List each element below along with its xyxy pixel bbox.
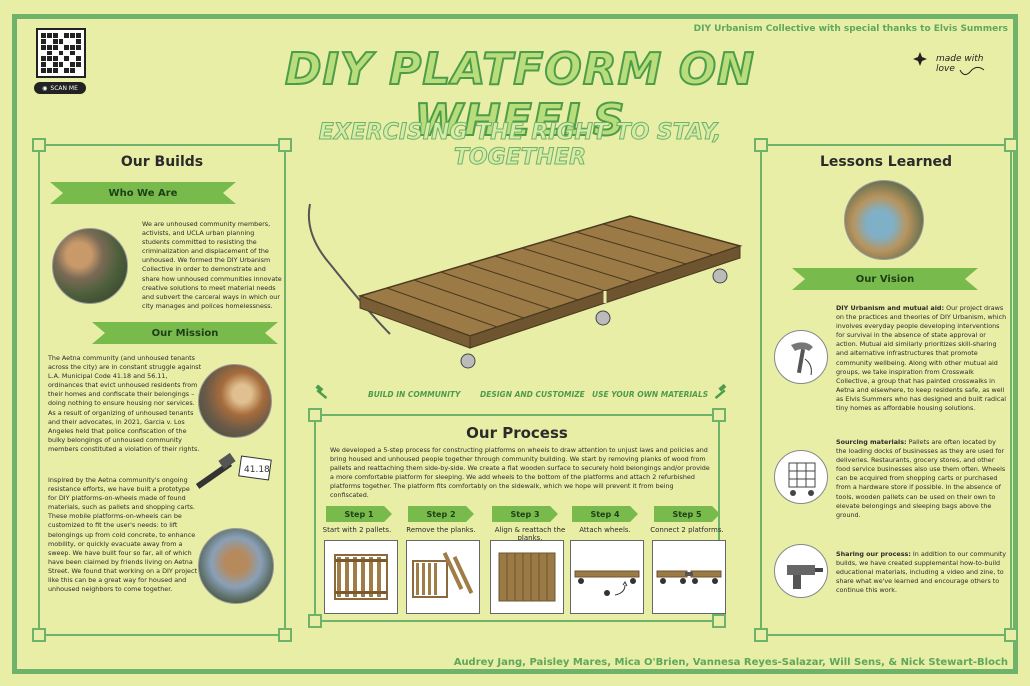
platform-illustration [300,196,750,376]
connect-platforms-icon [656,570,722,584]
authors-credit: Audrey Jang, Paisley Mares, Mica O'Brien… [453,657,1008,668]
vision-item-1: DIY Urbanism and mutual aid: Our project… [836,304,1008,413]
pallet-icon [334,554,388,600]
right-panel: Lessons Learned Our Vision DIY Urbanism … [754,138,1018,642]
sourcing-illustration [774,450,828,504]
mutual-aid-illustration [774,330,828,384]
camera-icon: ◉ [42,84,48,92]
step-3-diagram [490,540,564,614]
qr-code[interactable] [36,28,86,78]
hammer-sign-illustration: 41.18 [190,452,278,506]
panel-corner [308,408,322,422]
hand-tool-icon [791,342,813,376]
community-photo [52,228,128,304]
poster-frame [12,14,1018,674]
platform-photo [198,528,274,604]
hammer-icon: 41.18 [195,452,272,489]
vision-item-3-text: In addition to our community builds, we … [836,550,1007,595]
who-we-are-banner: Who We Are [50,182,236,204]
workshop-photo [844,180,924,260]
building-photo [198,364,272,438]
panel-corner [278,628,292,642]
poster-subtitle: EXERCISING THE RIGHT TO STAY, TOGETHER [318,120,722,171]
shopping-cart-icon [788,462,816,496]
made-with-love-logo: made with love [912,48,990,82]
our-mission-banner: Our Mission [92,322,278,344]
step-4-banner: Step 4 [572,506,638,522]
step-5-banner: Step 5 [654,506,720,522]
vision-item-2-lead: Sourcing materials: [836,438,907,446]
panel-corner [712,614,726,628]
panel-corner [712,408,726,422]
sharing-illustration [774,544,828,598]
step-1-banner: Step 1 [326,506,392,522]
feature-build-in-community: BUILD IN COMMUNITY [368,390,461,399]
vision-item-2: Sourcing materials: Pallets are often lo… [836,438,1008,520]
mission-text-1: The Aetna community (and unhoused tenant… [48,354,202,453]
hammer-icon [712,383,728,404]
step-1-caption: Start with 2 pallets. [322,526,392,534]
left-panel: Our Builds Who We Are We are unhoused co… [32,138,292,642]
our-vision-banner: Our Vision [792,268,978,290]
remove-planks-icon [412,552,474,598]
step-2-caption: Remove the planks. [406,526,476,534]
reattach-planks-icon [498,552,556,602]
scan-text: SCAN ME [50,84,78,92]
vision-item-3: Sharing our process: In addition to our … [836,550,1008,595]
step-2-banner: Step 2 [408,506,474,522]
step-4-diagram [570,540,644,614]
panel-corner [308,614,322,628]
feature-design-and-customize: DESIGN AND CUSTOMIZE [480,390,585,399]
wheels-icon [574,570,640,596]
vision-item-1-text: Our project draws on the practices and t… [836,304,1007,413]
made-with-text: made with love [936,54,984,74]
hammer-icon [314,384,330,404]
vision-item-2-text: Pallets are often located by the loading… [836,438,1006,519]
our-builds-title: Our Builds [120,154,204,170]
scan-me-label[interactable]: ◉ SCAN ME [34,82,86,94]
panel-corner [754,628,768,642]
panel-corner [1004,628,1018,642]
top-credit: DIY Urbanism Collective with special tha… [693,24,1008,34]
poster-title: DIY PLATFORM ON WHEELS [284,43,755,147]
who-we-are-text: We are unhoused community members, activ… [142,220,282,310]
process-text: We developed a 5-step process for constr… [330,446,710,500]
drill-icon [787,565,823,589]
panel-corner [278,138,292,152]
step-4-caption: Attach wheels. [579,526,631,534]
sign-text: 41.18 [244,465,270,475]
vision-item-1-lead: DIY Urbanism and mutual aid: [836,304,945,312]
step-5-caption: Connect 2 platforms. [650,526,724,534]
step-2-diagram [406,540,480,614]
feature-use-your-own-materials: USE YOUR OWN MATERIALS [592,390,709,399]
step-3-caption: Align & reattach the planks. [494,526,566,542]
panel-corner [32,138,46,152]
panel-corner [32,628,46,642]
panel-corner [1004,138,1018,152]
process-panel: Our Process We developed a 5-step proces… [308,408,726,628]
step-3-banner: Step 3 [492,506,558,522]
panel-corner [754,138,768,152]
lessons-learned-title: Lessons Learned [819,154,953,170]
mission-text-2: Inspired by the Aetna community's ongoin… [48,476,197,594]
sparkle-icon [913,52,985,76]
process-title: Our Process [466,424,568,442]
vision-item-3-lead: Sharing our process: [836,550,911,558]
step-1-diagram [324,540,398,614]
step-5-diagram [652,540,726,614]
